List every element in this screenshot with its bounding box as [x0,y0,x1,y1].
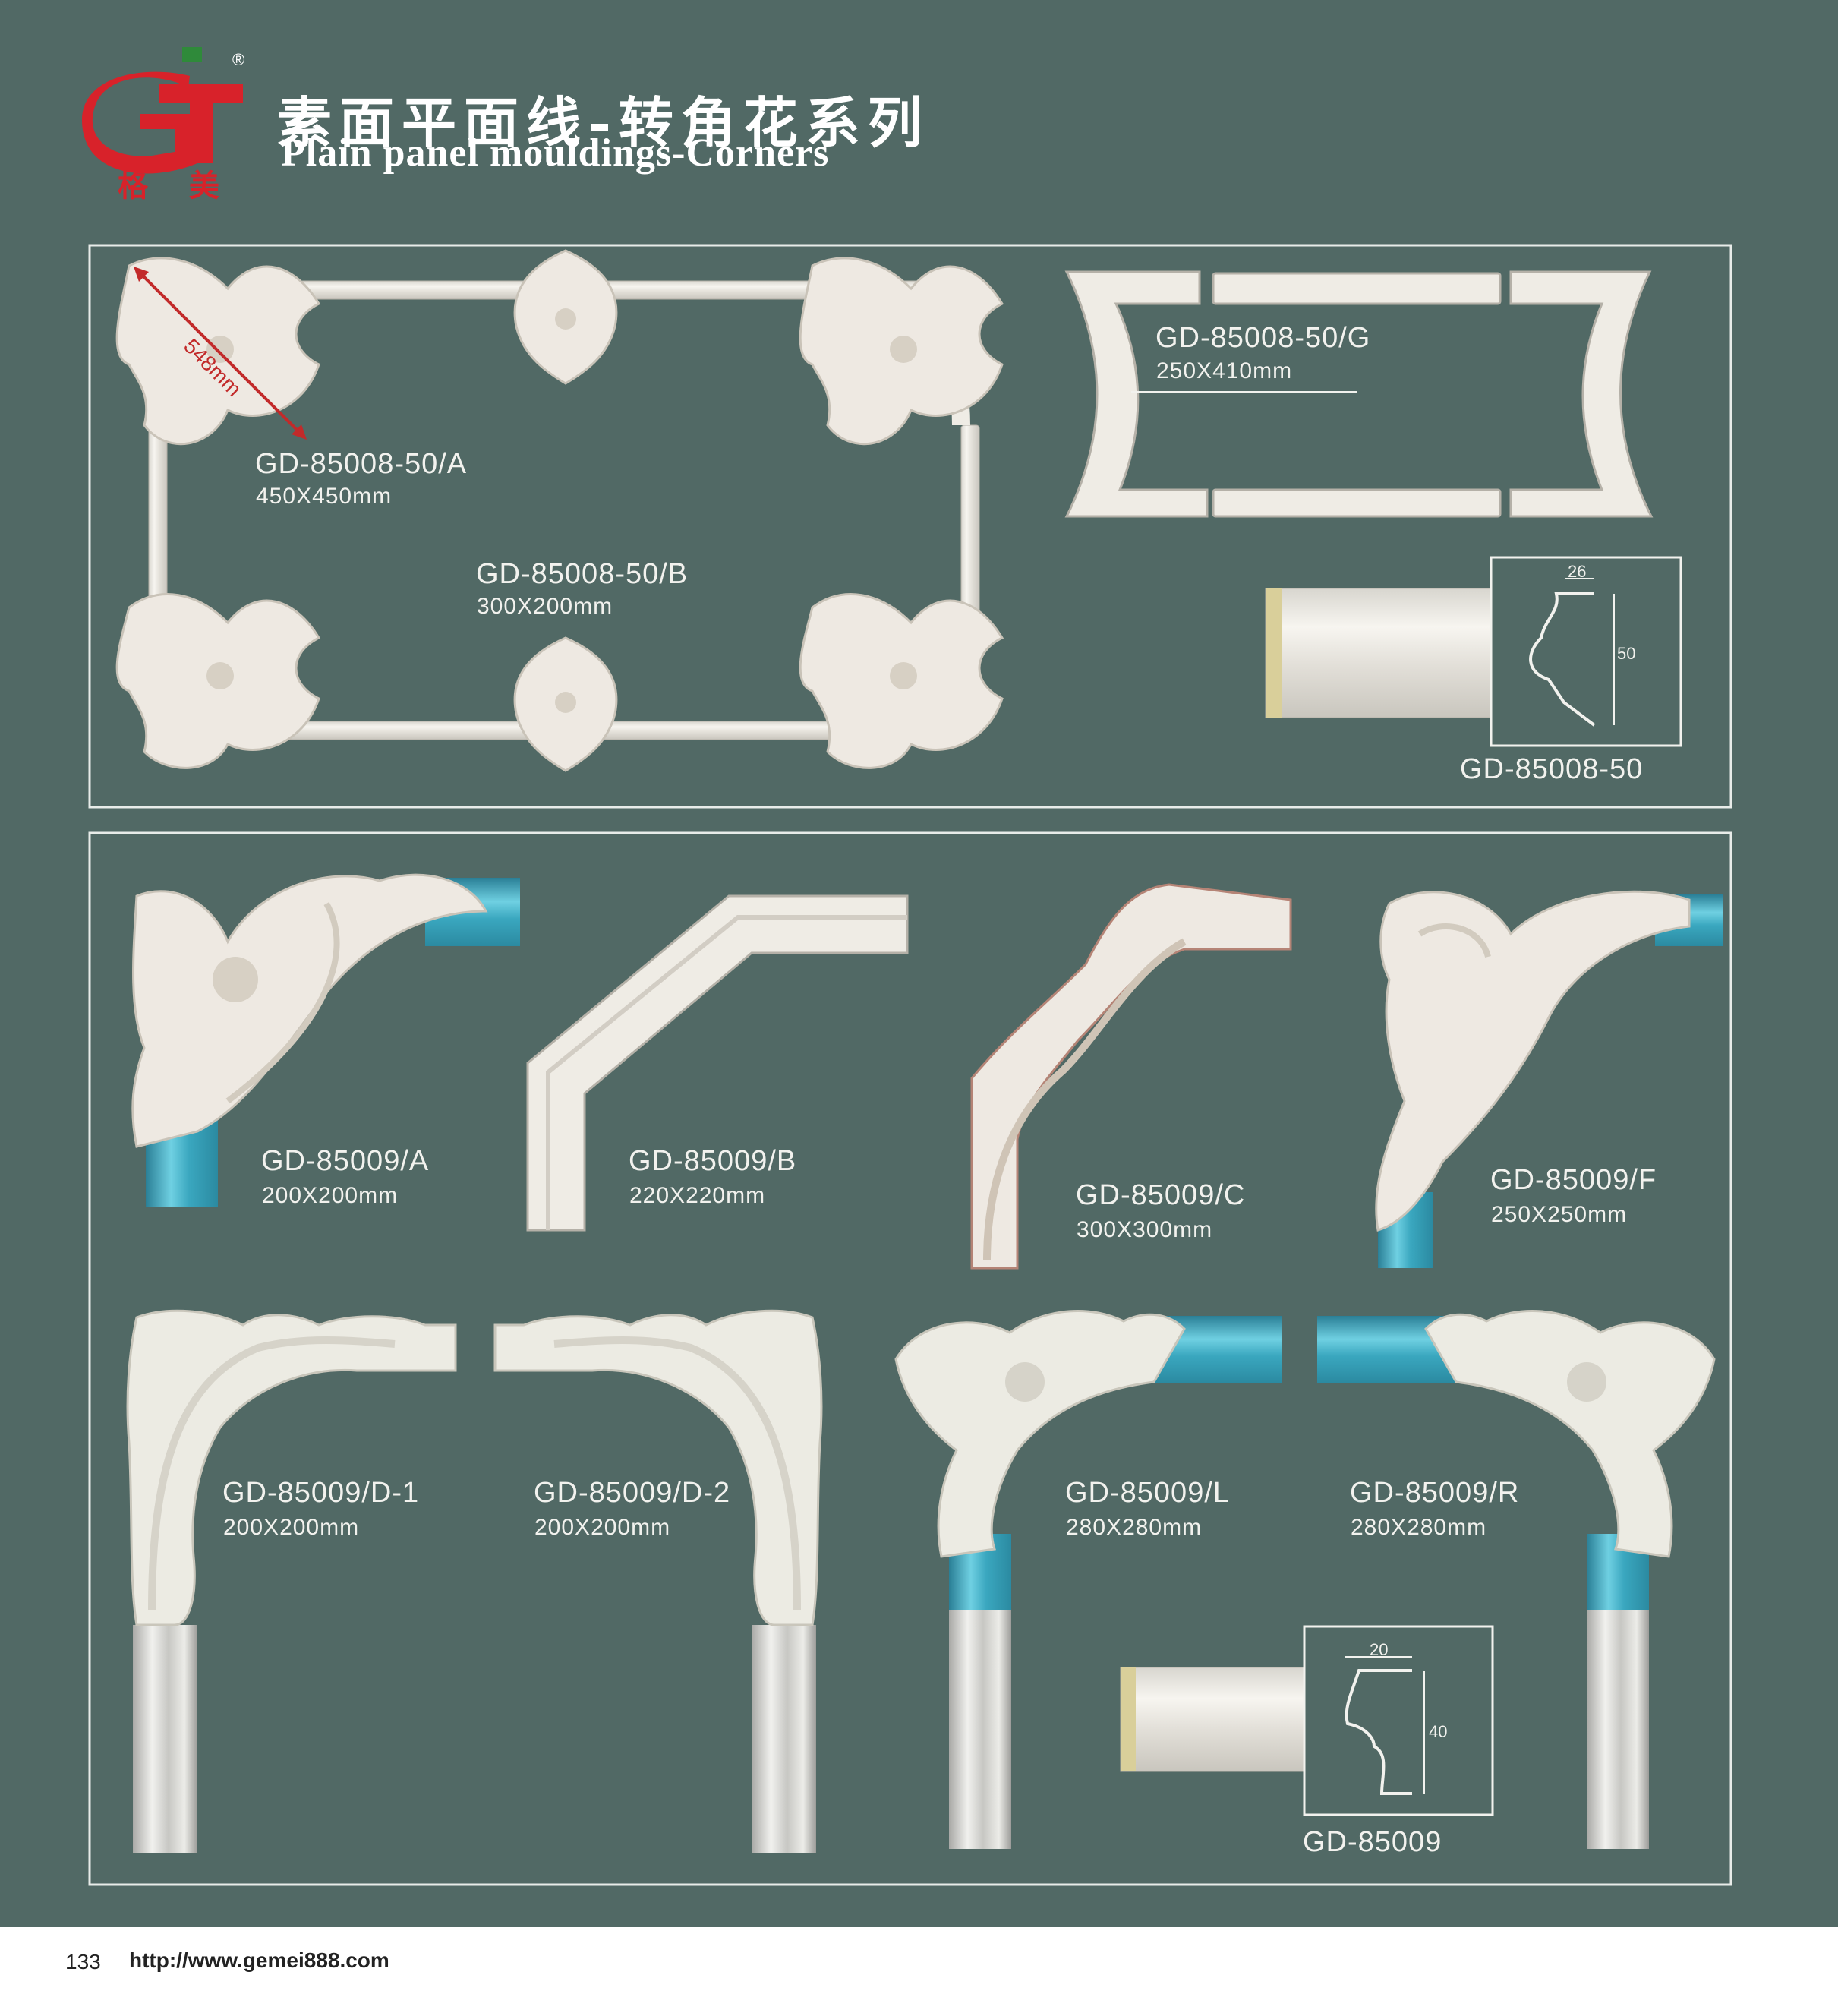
corner-85009-f [1375,890,1723,1268]
product-artwork [81,47,1732,1886]
size-85008-50-a: 450X450mm [256,484,393,509]
corner-85009-b [526,894,909,1232]
logo-chars: 格 美 [118,168,235,203]
frame-85008-g [1064,270,1654,518]
code-profile-85009: GD-85009 [1303,1826,1442,1858]
brand-logo [81,47,243,174]
corner-85009-d1 [126,1309,457,1853]
profile-85009-height: 40 [1429,1722,1448,1741]
profile-85009-width: 20 [1370,1640,1389,1659]
code-profile-85008-50: GD-85008-50 [1460,753,1644,785]
size-85009-c: 300X300mm [1077,1217,1213,1242]
page-number: 133 [65,1950,101,1973]
top-panel-frame [88,244,1732,809]
code-85009-l: GD-85009/L [1065,1477,1231,1509]
size-85009-r: 280X280mm [1351,1515,1487,1540]
registered-mark: ® [232,50,245,69]
size-85008-50-b: 300X200mm [477,594,613,619]
corner-85009-r [1317,1310,1716,1849]
page-title-cn: 素面平面线-转角花系列 [277,90,930,155]
size-85009-d2: 200X200mm [534,1515,671,1540]
code-85009-r: GD-85009/R [1350,1477,1520,1509]
corner-85009-c [970,883,1292,1270]
bottom-panel-frame [88,831,1732,1886]
profile-85009 [1120,1625,1494,1816]
website-link[interactable]: http://www.gemei888.com [129,1948,389,1972]
code-85009-d2: GD-85009/D-2 [534,1477,731,1509]
frame-85008-assembly [115,249,1004,772]
code-85008-50-g: GD-85008-50/G [1155,322,1371,354]
profile-85008-height: 50 [1617,644,1636,663]
page-footer: 133 http://www.gemei888.com [0,1927,1838,2016]
catalog-page: ® 格 美 素面平面线-转角花系列 Plain panel mouldings-… [0,0,1838,1927]
size-85009-a: 200X200mm [262,1183,399,1208]
code-85009-b: GD-85009/B [629,1145,797,1177]
corner-85009-a [131,873,520,1207]
code-85009-d1: GD-85009/D-1 [222,1477,420,1509]
profile-85008-50 [1265,556,1682,747]
profile-85008-width: 26 [1568,562,1587,581]
size-85009-l: 280X280mm [1066,1515,1203,1540]
code-85008-50-b: GD-85008-50/B [476,558,689,590]
code-85009-c: GD-85009/C [1076,1179,1246,1211]
code-85008-50-a: GD-85008-50/A [255,448,468,480]
code-85009-a: GD-85009/A [261,1145,430,1177]
size-85008-50-g: 250X410mm [1156,358,1293,383]
size-85009-f: 250X250mm [1491,1202,1628,1227]
size-85009-d1: 200X200mm [223,1515,360,1540]
page-title-en: Plain panel mouldings-Corners [281,131,830,175]
size-85009-b: 220X220mm [629,1183,766,1208]
corner-85009-d2 [493,1309,823,1853]
code-85009-f: GD-85009/F [1490,1164,1657,1196]
corner-85009-l [894,1310,1282,1849]
